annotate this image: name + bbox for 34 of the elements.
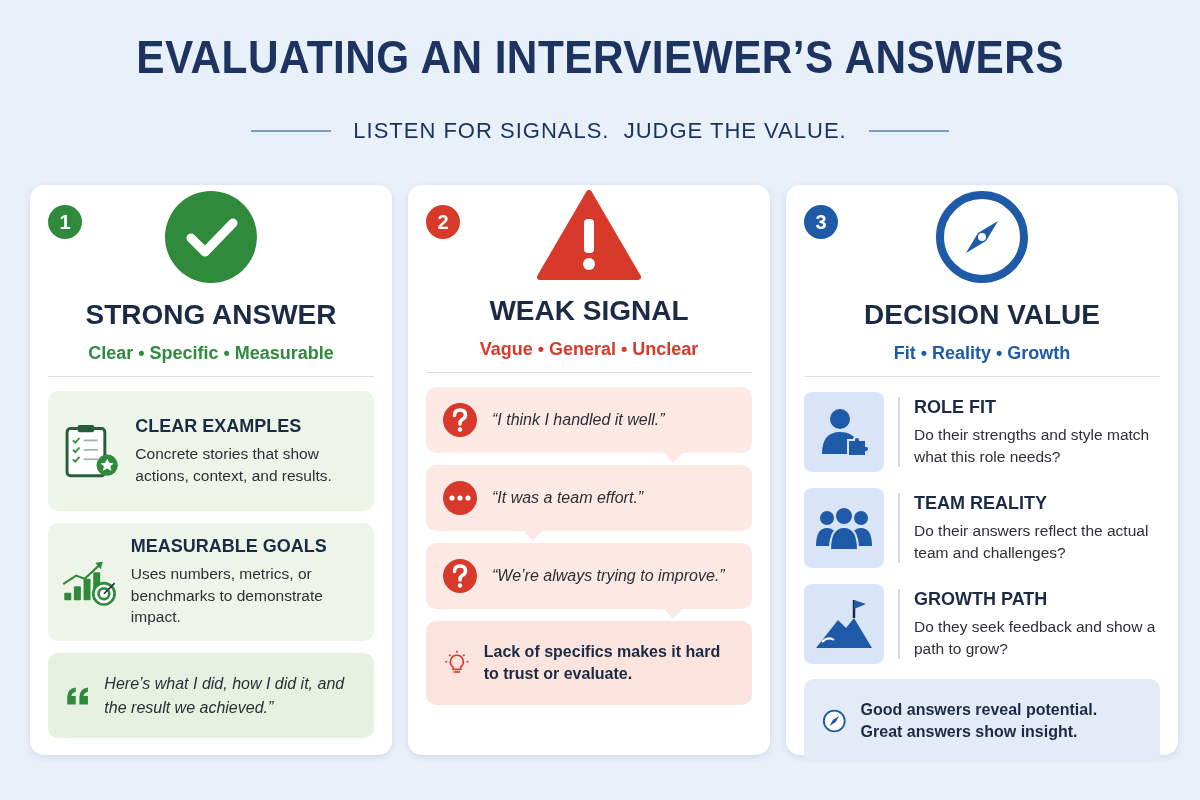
item-heading: CLEAR EXAMPLES (135, 415, 303, 437)
item-heading: TEAM REALITY (914, 492, 1048, 514)
item-description: Do their answers reflect the actual team and challenges? (914, 520, 1150, 563)
column-card (408, 185, 770, 755)
column-heading: WEAK SIGNAL (488, 295, 690, 327)
note-text: Lack of specifics makes it hard to trust or evaluate. (483, 641, 722, 684)
example-card (48, 391, 374, 511)
note-text: Good answers reveal potential. Great answers show insight. (860, 699, 1099, 742)
quote-text: Here’s what I did, how I did it, and the result we achieved.” (104, 674, 346, 718)
column-card (30, 185, 392, 755)
item-description: Do their strengths and style match what this role needs? (914, 424, 1151, 467)
quote-text: “We’re always trying to improve.” (492, 566, 725, 587)
quote-text: “I think I handled it well.” (492, 410, 665, 431)
quote-text: “It was a team effort.” (492, 488, 644, 509)
column-heading: STRONG ANSWER (84, 299, 338, 331)
item-description: Do they seek feedback and show a path to grow? (914, 616, 1157, 659)
step-number: 1 (48, 205, 82, 239)
subtitle: LISTEN FOR SIGNALS. JUDGE THE VALUE. (353, 118, 847, 144)
item-heading: MEASURABLE GOALS (130, 535, 328, 557)
item-heading: ROLE FIT (914, 396, 997, 418)
item-description: Uses numbers, metrics, or benchmarks to demonstrate impact. (130, 563, 324, 628)
note-card (804, 679, 1160, 763)
page-title: EVALUATING AN INTERVIEWER’S ANSWERS (136, 30, 1064, 84)
note-card (426, 621, 752, 705)
item-description: Concrete stories that show actions, context, and results. (135, 443, 333, 486)
step-number: 2 (426, 205, 460, 239)
column-heading: DECISION VALUE (863, 299, 1101, 331)
note-card (48, 653, 374, 738)
column-tagline: Vague • General • Unclear (478, 339, 700, 360)
step-number: 3 (804, 205, 838, 239)
item-heading: GROWTH PATH (914, 588, 1049, 610)
column-tagline: Fit • Reality • Growth (892, 343, 1072, 364)
column-tagline: Clear • Specific • Measurable (87, 343, 335, 364)
example-card (48, 523, 374, 641)
